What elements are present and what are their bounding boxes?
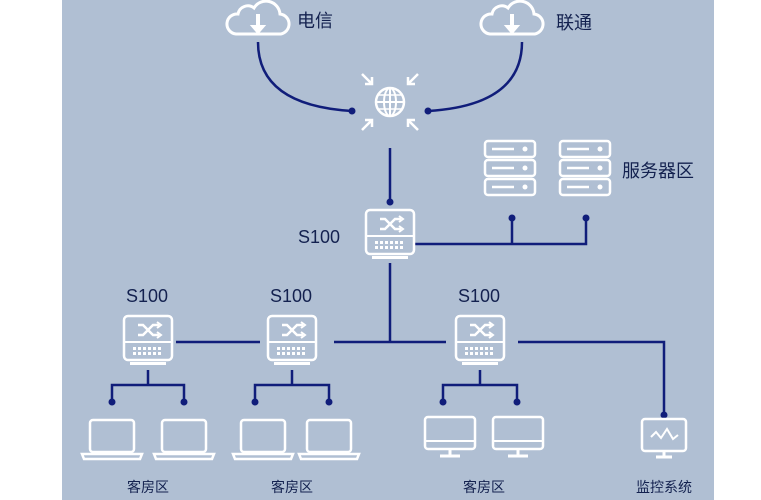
right-switch-icon <box>454 314 506 367</box>
laptop-icon <box>80 418 144 461</box>
laptop-icon <box>152 418 216 461</box>
core-switch-label: S100 <box>298 227 341 247</box>
connection-lines <box>110 41 666 415</box>
left-switch-icon <box>122 314 174 367</box>
monitor-icon <box>423 415 477 458</box>
laptop-icon <box>231 418 295 461</box>
monitor-icon <box>491 415 545 458</box>
middle-switch-icon <box>266 314 318 367</box>
telecom-cloud-icon <box>224 0 292 37</box>
telecom-label: 电信 <box>297 11 333 31</box>
connection-dots <box>108 107 668 419</box>
network-diagram <box>62 0 714 500</box>
guest-room-label-2: 客房区 <box>271 479 313 495</box>
guest-room-label-3: 客房区 <box>463 479 505 495</box>
unicom-label: 联通 <box>556 13 592 33</box>
middle-switch-label: S100 <box>270 286 313 306</box>
surveillance-monitor-icon <box>640 417 688 459</box>
server-icon <box>558 139 612 197</box>
laptop-icon <box>297 418 361 461</box>
server-zone-label: 服务器区 <box>622 161 694 181</box>
right-switch-label: S100 <box>458 286 501 306</box>
server-icon <box>483 139 537 197</box>
left-switch-label: S100 <box>126 286 169 306</box>
monitoring-system-label: 监控系统 <box>636 479 692 495</box>
guest-room-label-1: 客房区 <box>127 479 169 495</box>
core-switch-icon <box>364 208 416 261</box>
unicom-cloud-icon <box>478 0 546 37</box>
globe-icon <box>361 73 419 131</box>
